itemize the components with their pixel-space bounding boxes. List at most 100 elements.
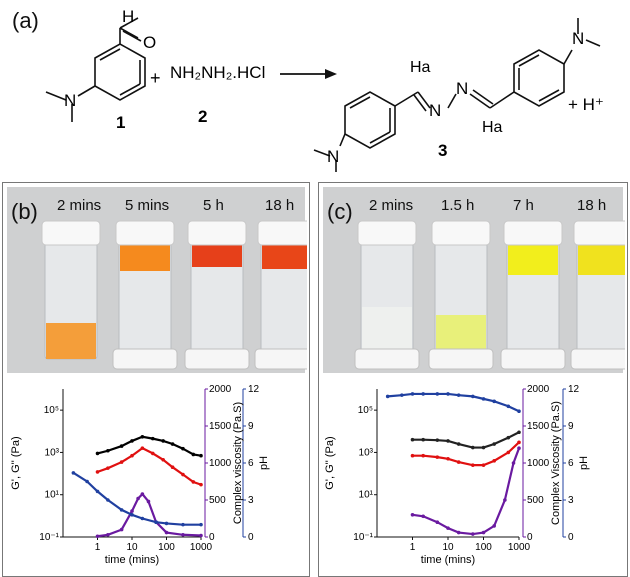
panel-b-xlabel: time (mins) (105, 554, 159, 566)
panel-b-xtick-label: 1000 (190, 542, 213, 553)
panel-b-series-G_dprime-point (106, 466, 110, 470)
panel-b-vial-cap (41, 220, 101, 246)
panel-c-series-pH-point (481, 397, 486, 401)
panel-c-series-viscosity-point (421, 514, 425, 519)
panel-c-time-3: 7 h (513, 197, 534, 214)
panel-b-series-pH-point (71, 471, 76, 475)
panel-b-y3tick-label: 3 (248, 495, 254, 506)
panel-c-vial-cap (573, 220, 625, 246)
panel-b-y2tick-label: 500 (209, 495, 226, 506)
panel-c-series-G_dprime-point (435, 455, 440, 459)
panel-c-vial-cap (503, 220, 563, 246)
panel-c-series-pH-point (456, 393, 461, 397)
panel-c-y2tick-label: 2000 (527, 384, 550, 395)
panel-c-xlabel: time (mins) (421, 554, 475, 566)
reaction-scheme: H O N 1 + NH₂NH₂.HCl 2 N N N (45, 7, 604, 172)
panel-c-series-G_prime-point (517, 430, 521, 435)
panel-c-series-G_prime-point (446, 439, 450, 443)
panel-b-y2tick-label: 1000 (209, 458, 232, 469)
panel-b-vial-cap (187, 220, 247, 246)
panel-b-y2tick-label: 2000 (209, 384, 232, 395)
panel-b-series-pH-point (119, 508, 124, 512)
panel-b-vial-2 (112, 220, 178, 370)
compound-3-number: 3 (438, 141, 447, 160)
panel-b-series-G_dprime-point (150, 451, 155, 456)
panel-c-y3tick-label: 9 (568, 421, 574, 432)
panel-c-y2tick-label: 0 (527, 532, 533, 543)
panel-c-series-G_prime-point (435, 438, 440, 442)
panel-c-series-G_dprime-point (471, 463, 475, 467)
panel-b-series-G_prime-point (170, 442, 175, 446)
panel-b-series-G_dprime-point (161, 457, 165, 462)
panel-c-vial-2 (428, 220, 494, 370)
panel-b-series-viscosity-point (164, 530, 169, 535)
ha-label-2: Ha (482, 119, 503, 136)
ha-label-1: Ha (410, 59, 431, 76)
panel-b-vial-1 (41, 220, 101, 360)
panel-b-vial-cap (115, 220, 175, 246)
panel-b-vial-contents (120, 245, 170, 271)
panel-b-series-pH-point (181, 522, 185, 527)
panel-b-vial-contents (46, 323, 96, 359)
panel-c-series-G_prime-point (456, 442, 461, 446)
panel-c-vial-4 (570, 220, 625, 370)
panel-c-y2tick-label: 1000 (527, 458, 550, 469)
panel-c-vial-stand (500, 348, 566, 370)
panel-c-series-G_dprime-point (421, 453, 425, 458)
panel-c-series-pH-point (385, 394, 390, 399)
panel-c-series-G_prime-point (410, 437, 415, 442)
panel-b-ytick-label: 10⁵ (44, 405, 59, 416)
panel-b-series-G_prime-point (95, 451, 100, 456)
panel-b-series-G_dprime-point (191, 480, 196, 484)
panel-b-series-G_prime-point (191, 452, 196, 457)
panel-b-series-viscosity-point (106, 532, 110, 537)
panel-c-series-viscosity-point (511, 461, 516, 465)
panel-c-series-pH-point (446, 392, 450, 396)
panel-c-y3tick-label: 6 (568, 458, 574, 469)
panel-b-vial-contents (262, 245, 307, 269)
panel-b-series-pH-point (154, 520, 158, 524)
panel-c-series-viscosity-point (446, 526, 450, 530)
reaction-arrow (280, 69, 337, 79)
panel-b-y3tick-label: 12 (248, 384, 260, 395)
panel-c-photo-strip: (c) 2 mins 1.5 h 7 h 18 h (323, 187, 625, 373)
panel-c-series-viscosity-point (481, 530, 486, 535)
panel-c-vials (354, 220, 625, 370)
panel-c-series-G_dprime-point (492, 459, 496, 463)
panel-c-y2label: Complex Viscosity (Pa.S) (550, 401, 562, 525)
panel-b-y2label: Complex viscosity (Pa.S) (232, 402, 244, 524)
panel-b-series-viscosity-point (136, 496, 140, 501)
panel-b-series-viscosity-point (199, 533, 203, 538)
panel-c-xtick-label: 1 (410, 542, 416, 553)
panel-c-vial-contents (436, 315, 486, 351)
panel-c-vial-stand (428, 348, 494, 370)
panel-b-series-viscosity-point (119, 527, 124, 532)
panel-c-series-G_dprime-point (446, 456, 450, 461)
panel-b-ylabel: G', G'' (Pa) (10, 436, 22, 489)
panel-c-series-G_dprime-point (517, 440, 521, 445)
panel-c-ytick-label: 10⁻¹ (353, 532, 373, 543)
panel-b-vial-stand (112, 348, 178, 370)
panel-b-vial-stand (184, 348, 250, 370)
panel-b-y3label: pH (258, 456, 270, 470)
panel-c-series-viscosity-point (410, 513, 415, 517)
panel-c-series-G_dprime-point (410, 453, 415, 458)
panel-c-series-pH-point (421, 392, 425, 396)
panel-b-series-pH-point (199, 522, 203, 527)
panel-b-time-4: 18 h (265, 197, 295, 214)
panel-b-series-pH-point (140, 516, 145, 521)
panel-b-series-pH-point (95, 489, 100, 494)
compound-1-structure (45, 17, 146, 122)
panel-c-series-pH-point (517, 409, 521, 413)
panel-c-vial-contents (362, 307, 412, 351)
panel-b-ytick-label: 10¹ (45, 490, 60, 501)
panel-b-xtick-label: 10 (126, 542, 138, 553)
panel-c-series-viscosity-point (503, 498, 507, 502)
panel-c-series-pH-point (492, 399, 496, 404)
panel-b-y3tick-label: 0 (248, 532, 254, 543)
panel-b-series-G_dprime-line (97, 446, 202, 486)
